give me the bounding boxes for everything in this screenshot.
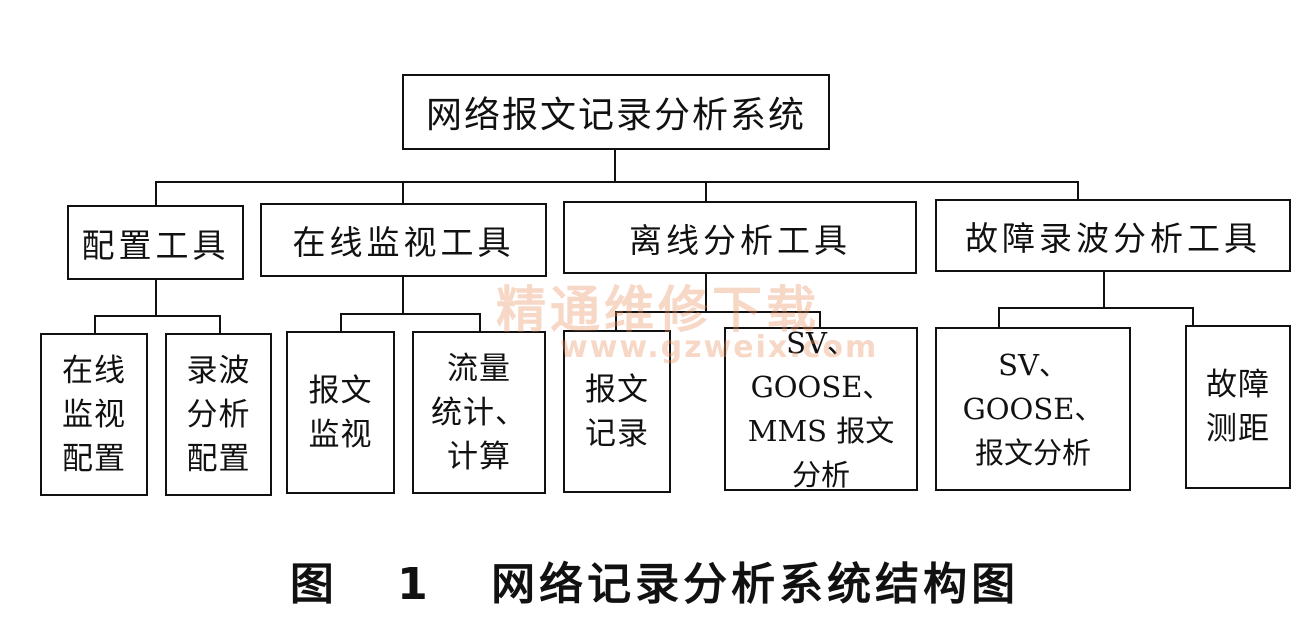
connector-leaf-4-up xyxy=(479,313,481,331)
leaf-node-label: 在线 监视 配置 xyxy=(62,352,126,477)
leaf-node: SV、GOOSE、 MMS 报文 分析 xyxy=(724,326,918,492)
leaf-node: SV、GOOSE、 报文分析 xyxy=(935,327,1131,491)
leaf-node: 故障 测距 xyxy=(1185,325,1291,489)
connector-tool-1-up xyxy=(155,181,157,205)
leaf-node: 录波 分析 配置 xyxy=(165,333,272,496)
figure-caption: 图 1 网络记录分析系统结构图 xyxy=(0,548,1309,612)
connector-tool-1-down xyxy=(155,278,157,316)
connector-root-down xyxy=(614,148,616,182)
connector-tools-bar xyxy=(155,181,1078,183)
tool-node-label: 离线分析工具 xyxy=(629,220,851,260)
root-node-label: 网络报文记录分析系统 xyxy=(425,95,806,136)
connector-tool-3-down xyxy=(705,272,707,312)
leaf-node-label: 录波 分析 配置 xyxy=(186,352,251,477)
tool-node-label: 在线监视工具 xyxy=(292,223,515,262)
connector-group-2-bar xyxy=(340,313,480,315)
connector-tool-4-up xyxy=(1077,181,1079,199)
leaf-node: 流量 统计、 计算 xyxy=(412,331,546,494)
tool-node-label: 配置工具 xyxy=(81,225,230,265)
connector-group-1-bar xyxy=(94,315,220,317)
connector-leaf-2-up xyxy=(219,315,221,333)
connector-tool-4-down xyxy=(1103,270,1105,308)
leaf-node: 报文 监视 xyxy=(286,331,395,494)
leaf-node: 报文 记录 xyxy=(563,330,671,493)
leaf-node: 在线 监视 配置 xyxy=(40,333,148,496)
leaf-node-label: 报文 监视 xyxy=(308,372,373,453)
tool-node-label: 故障录波分析工具 xyxy=(965,218,1261,258)
leaf-node-label: SV、GOOSE、 报文分析 xyxy=(962,348,1104,470)
leaf-node-label: 报文 记录 xyxy=(585,371,649,452)
leaf-node-label: 流量 统计、 计算 xyxy=(431,350,527,475)
leaf-node-label: 故障 测距 xyxy=(1206,367,1270,447)
connector-leaf-6-up xyxy=(819,311,821,327)
tool-node-fault-recording: 故障录波分析工具 xyxy=(935,199,1291,272)
connector-tool-3-up xyxy=(705,181,707,201)
connector-group-4-bar xyxy=(998,307,1193,309)
tool-node-config: 配置工具 xyxy=(67,205,244,280)
connector-group-3-bar xyxy=(615,311,820,313)
connector-tool-2-up xyxy=(402,181,404,203)
connector-leaf-1-up xyxy=(94,315,96,333)
root-node: 网络报文记录分析系统 xyxy=(402,74,830,150)
connector-leaf-5-up xyxy=(615,311,617,330)
tool-node-offline-analysis: 离线分析工具 xyxy=(563,201,917,274)
connector-leaf-3-up xyxy=(340,313,342,331)
figure-title: 网络记录分析系统结构图 xyxy=(491,559,1020,610)
connector-leaf-7-up xyxy=(998,307,1000,327)
tool-node-online-monitor: 在线监视工具 xyxy=(260,203,547,277)
connector-tool-2-down xyxy=(402,275,404,314)
leaf-node-label: SV、GOOSE、 MMS 报文 分析 xyxy=(747,326,895,492)
figure-number: 图 1 xyxy=(289,559,432,610)
connector-leaf-8-up xyxy=(1192,307,1194,325)
